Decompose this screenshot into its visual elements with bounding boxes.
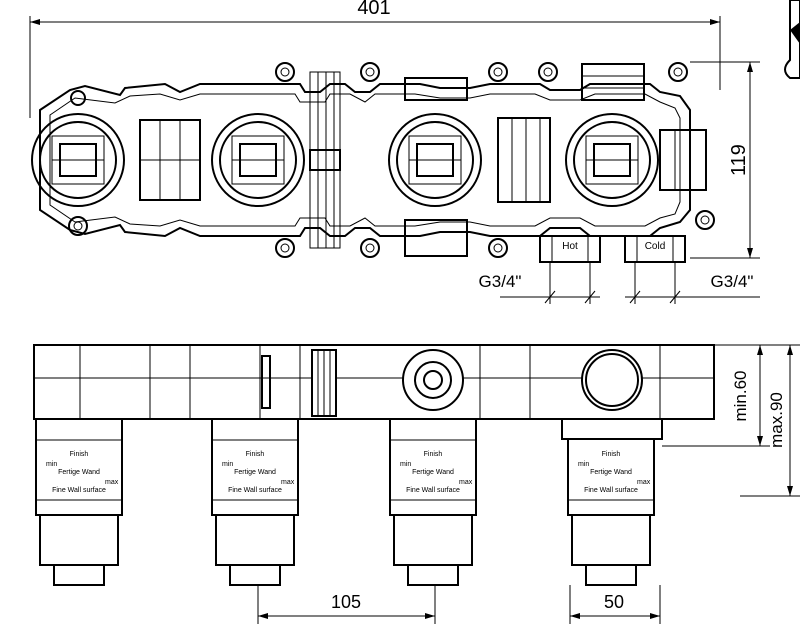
front-view: Finish min Fertige Wand max Fine Wall su… — [33, 344, 800, 624]
dim-height-label: 119 — [728, 144, 750, 176]
dim-spacing-right-label: 50 — [604, 592, 624, 612]
cartridge-1: Finish min Fertige Wand max Fine Wall su… — [35, 418, 123, 586]
thread-right-label: G3/4" — [711, 272, 754, 291]
svg-text:Fine Wall surface: Fine Wall surface — [406, 487, 460, 494]
inlet-fitting — [402, 349, 464, 411]
svg-text:Finish: Finish — [424, 451, 443, 458]
svg-text:Fertige Wand: Fertige Wand — [590, 469, 632, 476]
width-dimension: 401 — [29, 0, 721, 118]
thread-left-label: G3/4" — [479, 272, 522, 291]
dim-spacing-label: 105 — [331, 592, 361, 612]
svg-text:max: max — [105, 479, 119, 486]
diamond-icon — [784, 0, 800, 79]
svg-text:min: min — [46, 461, 57, 468]
dim-width-label: 401 — [357, 0, 390, 19]
depth-dimensions: min.60 max.90 — [662, 344, 800, 497]
cold-label: Cold — [645, 241, 666, 252]
svg-text:Fine Wall surface: Fine Wall surface — [584, 487, 638, 494]
cartridge-2: Finish min Fertige Wand max Fine Wall su… — [211, 418, 299, 586]
hot-outlet: Hot — [539, 235, 601, 263]
svg-text:min: min — [222, 461, 233, 468]
hot-label: Hot — [562, 241, 578, 252]
svg-text:Fertige Wand: Fertige Wand — [58, 469, 100, 476]
height-dimension: 119 — [690, 61, 760, 259]
svg-text:Fine Wall surface: Fine Wall surface — [228, 487, 282, 494]
svg-text:Finish: Finish — [70, 451, 89, 458]
top-view: 401 119 — [29, 0, 760, 304]
svg-text:Fertige Wand: Fertige Wand — [234, 469, 276, 476]
svg-text:max: max — [281, 479, 295, 486]
mounting-ears — [68, 62, 715, 258]
svg-text:min: min — [578, 461, 589, 468]
svg-text:min: min — [400, 461, 411, 468]
cartridge-4: Finish min Fertige Wand max Fine Wall su… — [561, 418, 663, 586]
dim-min-label: min.60 — [731, 370, 750, 421]
svg-text:Fine Wall surface: Fine Wall surface — [52, 487, 106, 494]
svg-text:max: max — [459, 479, 473, 486]
connector-blocks — [139, 63, 707, 257]
dim-max-label: max.90 — [767, 392, 786, 448]
svg-text:max: max — [637, 479, 651, 486]
svg-text:Finish: Finish — [602, 451, 621, 458]
valve-ports — [31, 113, 659, 207]
outlet-fitting — [581, 349, 643, 411]
cartridge-3: Finish min Fertige Wand max Fine Wall su… — [389, 418, 477, 586]
svg-text:Fertige Wand: Fertige Wand — [412, 469, 454, 476]
cold-outlet: Cold — [624, 235, 686, 263]
spacing-dimensions: 105 50 — [257, 585, 661, 624]
svg-text:Finish: Finish — [246, 451, 265, 458]
thread-dimensions: G3/4" G3/4" — [479, 262, 760, 304]
